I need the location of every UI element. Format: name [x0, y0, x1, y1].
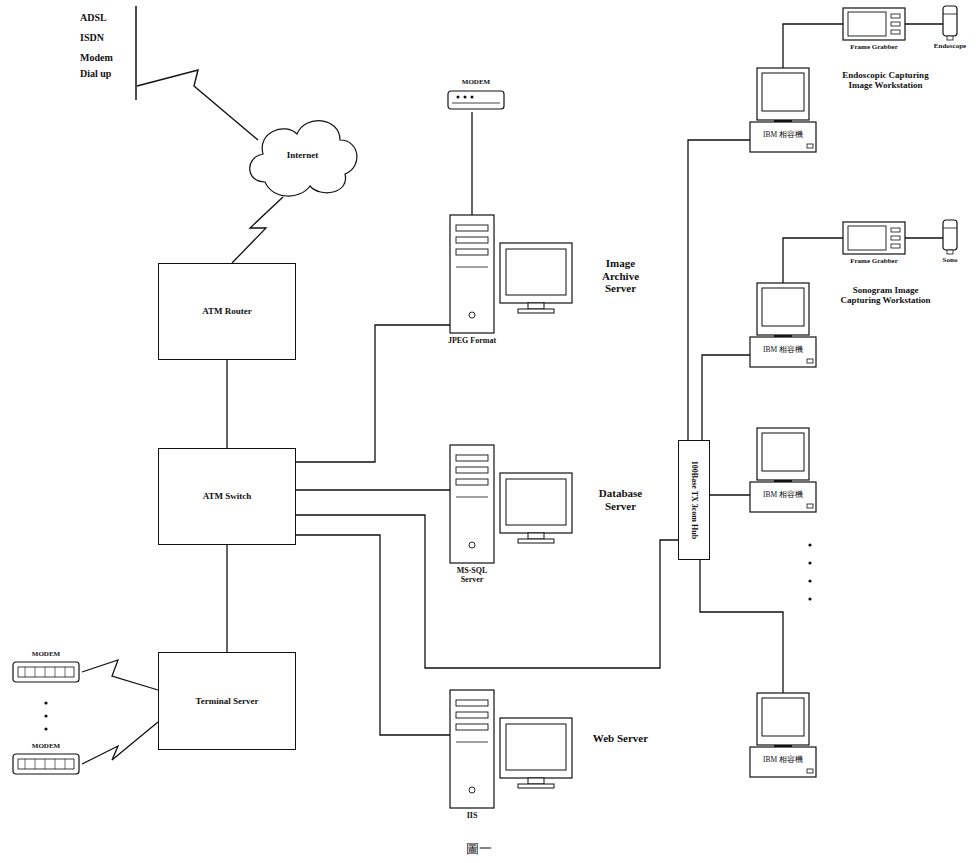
server-node: Web ServerIIS — [450, 690, 655, 835]
node-title: Frame Grabber — [839, 43, 909, 51]
lightning-link — [137, 70, 258, 140]
hub-box: 100Base TX 3com Hub — [678, 440, 710, 560]
node-title: IBM 相容機 — [750, 346, 816, 355]
node-subtitle: Sonogram Image Capturing Workstation — [838, 285, 933, 306]
connector-line — [226, 360, 227, 448]
node-title: IBM 相容機 — [750, 131, 816, 140]
node-title: Frame Grabber — [839, 257, 909, 265]
modem-icon — [13, 754, 79, 774]
node-title: 100Base TX 3com Hub — [689, 461, 698, 539]
node-title: Database Server — [588, 487, 653, 512]
capture-workstation: IBM 相容機 Endoscopic Capturing Image Workst… — [750, 68, 935, 154]
node-title: Endoscope — [928, 42, 972, 50]
workstation-icon — [750, 283, 816, 367]
workstation: IBM 相容機 — [750, 428, 816, 514]
connector-line — [82, 660, 158, 690]
frame-grabber-icon — [843, 222, 905, 254]
node-title: IBM 相容機 — [750, 491, 816, 500]
connector-line — [783, 24, 843, 68]
modem-device: MODEM — [10, 742, 82, 776]
node-subtitle: Endoscopic Capturing Image Workstation — [838, 70, 933, 91]
probe-icon — [943, 6, 957, 40]
frame-grabber-icon — [843, 8, 905, 40]
internet-cloud: Internet — [245, 112, 360, 197]
access-type-label: ISDN — [80, 32, 104, 43]
modem-device: MODEM — [10, 650, 82, 684]
server-icon — [450, 690, 572, 808]
server-icon — [450, 215, 572, 333]
endoscope-probe: Endoscope — [928, 4, 972, 58]
node-subtitle: JPEG Format — [446, 336, 498, 345]
access-type-label: ADSL — [80, 12, 107, 23]
node-title: Sono — [928, 256, 972, 264]
modem-icon — [448, 91, 504, 109]
workstation: IBM 相容機 — [750, 693, 816, 779]
connector-line — [471, 112, 472, 215]
workstation-icon — [750, 428, 816, 512]
connector-line — [296, 325, 450, 462]
probe-icon — [943, 220, 957, 254]
server-node: Image Archive ServerJPEG Format — [450, 215, 655, 360]
node-title: Internet — [245, 150, 360, 160]
node-title: ATM Switch — [203, 491, 252, 501]
connector-line — [296, 535, 450, 735]
figure-caption: 圖一 — [466, 842, 492, 856]
workstation-icon — [750, 693, 816, 777]
node-title: ATM Router — [202, 306, 252, 316]
connector-line — [688, 140, 750, 440]
modem-device: MODEM — [446, 78, 506, 112]
node-title: IBM 相容機 — [750, 756, 816, 765]
access-bar — [135, 6, 137, 100]
connector-line — [226, 545, 227, 652]
terminal-server-box: Terminal Server — [158, 652, 296, 750]
access-type-label: Dial up — [80, 68, 111, 79]
access-type-label: Modem — [80, 52, 113, 63]
connector-line — [702, 355, 750, 440]
connector-line — [905, 23, 943, 24]
connector-line — [82, 722, 158, 764]
connector-line — [710, 494, 750, 495]
node-title: MODEM — [10, 650, 82, 658]
node-title: MODEM — [10, 742, 82, 750]
node-title: Terminal Server — [196, 696, 259, 706]
node-title: Web Server — [588, 732, 653, 745]
node-subtitle: MS-SQL Server — [446, 566, 498, 584]
connector-line — [783, 238, 843, 283]
connector-line — [296, 489, 450, 490]
node-title: MODEM — [446, 78, 506, 86]
switch-box: ATM Switch — [158, 448, 296, 545]
connector-line — [232, 197, 283, 263]
node-subtitle: IIS — [446, 811, 498, 820]
frame-grabber: Frame Grabber — [843, 222, 905, 270]
modem-icon — [13, 662, 79, 682]
connector-line — [700, 560, 783, 693]
frame-grabber: Frame Grabber — [843, 8, 905, 56]
connector-line — [905, 237, 943, 238]
workstation-icon — [750, 68, 816, 152]
server-node: Database ServerMS-SQL Server — [450, 445, 655, 590]
connector-line — [296, 515, 678, 668]
router-box: ATM Router — [158, 263, 296, 360]
sono-probe: Sono — [928, 218, 972, 272]
node-title: Image Archive Server — [588, 257, 653, 295]
capture-workstation: IBM 相容機 Sonogram Image Capturing Workstat… — [750, 283, 935, 369]
server-icon — [450, 445, 572, 563]
